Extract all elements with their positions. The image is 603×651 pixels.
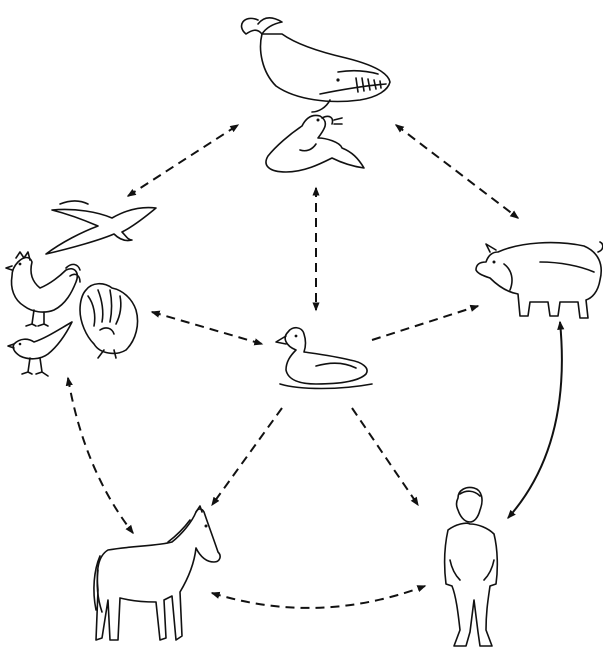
- seal-icon: [265, 114, 365, 173]
- duck-icon: [275, 326, 373, 390]
- edge-birds-waterfowl: [150, 310, 264, 346]
- rooster-icon: [5, 251, 81, 327]
- edge-waterfowl-humans: [351, 407, 419, 507]
- edge-horses-humans: [210, 585, 427, 609]
- pig-icon: [475, 241, 603, 319]
- whale-and-seal-icon: [240, 16, 391, 173]
- whale-icon: [240, 16, 391, 113]
- sparrow-icon: [7, 321, 73, 377]
- edges: [65, 124, 565, 609]
- edge-birds-horses: [65, 376, 134, 535]
- turkey-icon: [79, 282, 139, 359]
- birds-icon: [5, 200, 157, 377]
- edge-waterfowl-horses: [211, 407, 283, 507]
- edge-pigs-humans: [507, 320, 565, 520]
- gull-icon: [45, 200, 157, 255]
- horse-icon: [93, 505, 221, 641]
- human-icon: [443, 486, 499, 647]
- edge-marine-pigs: [394, 124, 520, 219]
- edge-birds-marine: [126, 124, 240, 197]
- edge-waterfowl-pigs: [371, 304, 480, 341]
